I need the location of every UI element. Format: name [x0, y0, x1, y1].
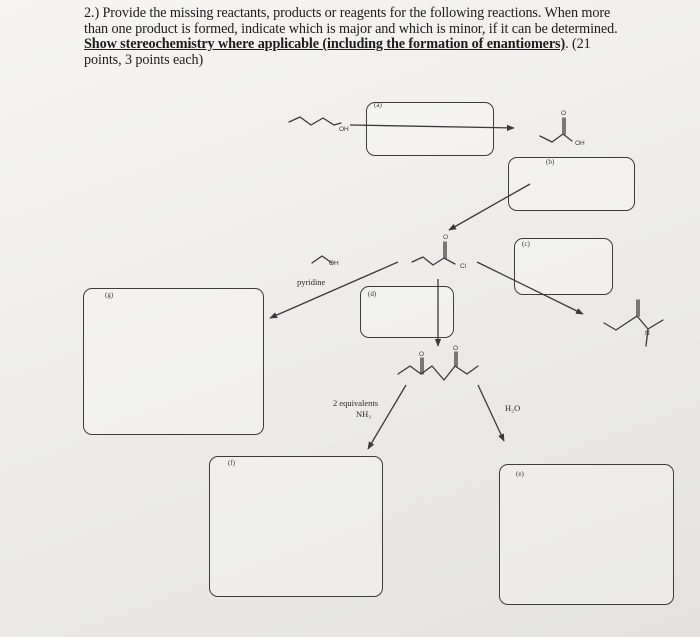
- label-c: (c): [522, 240, 530, 248]
- arrow-b: [448, 183, 531, 231]
- answer-box-c[interactable]: [514, 238, 613, 295]
- atom-oh-ethanol: OH: [329, 260, 339, 267]
- label-a: (a): [374, 101, 382, 109]
- question-line-2: than one product is formed, indicate whi…: [84, 20, 618, 37]
- atom-n: N: [645, 330, 650, 337]
- label-d: (d): [368, 290, 377, 298]
- ethanol-structure: [311, 255, 333, 264]
- question-line-1: 2.) Provide the missing reactants, produ…: [84, 5, 611, 21]
- atom-o-diketone-2: O: [453, 345, 458, 352]
- pentanol-structure: [288, 116, 342, 126]
- answer-box-e[interactable]: [499, 464, 674, 605]
- arrow-g: [269, 261, 399, 319]
- reagent-pyridine: pyridine: [297, 277, 326, 287]
- acyl-chloride-structure: [411, 256, 456, 266]
- label-b: (b): [546, 158, 555, 166]
- amide-n-methyl: [645, 328, 649, 347]
- arrow-f: [367, 384, 407, 450]
- atom-cl: Cl: [460, 263, 467, 270]
- atom-oh-top-right: OH: [575, 140, 585, 147]
- answer-box-f[interactable]: [209, 456, 383, 597]
- arrow-e: [477, 384, 505, 442]
- arrow-c: [476, 261, 584, 315]
- question-line-3: Show stereochemistry where applicable (i…: [84, 36, 591, 52]
- atom-oh-top-left: OH: [339, 126, 349, 133]
- label-f: (f): [228, 459, 235, 467]
- amide-structure: [603, 315, 664, 331]
- reagent-water: H₂O: [505, 403, 521, 413]
- question-line-4: points, 3 points each): [84, 51, 204, 68]
- reagent-nh3-line1: 2 equivalents: [333, 398, 379, 408]
- answer-box-a[interactable]: [366, 102, 494, 156]
- question-text: 2.) Provide the missing reactants, produ…: [84, 5, 674, 68]
- atom-o-acyl: O: [443, 234, 448, 241]
- label-g: (g): [105, 291, 114, 299]
- diketone-structure: [397, 365, 479, 381]
- arrow-a: [349, 124, 515, 131]
- label-e: (e): [516, 470, 524, 478]
- answer-box-g[interactable]: [83, 288, 264, 435]
- reagent-nh3-line2: NH₃: [356, 409, 372, 419]
- atom-o-diketone-1: O: [419, 351, 424, 358]
- carboxylic-acid-structure: [539, 133, 573, 143]
- stereochemistry-instruction: Show stereochemistry where applicable (i…: [84, 36, 566, 52]
- atom-o-top-right: O: [561, 110, 566, 117]
